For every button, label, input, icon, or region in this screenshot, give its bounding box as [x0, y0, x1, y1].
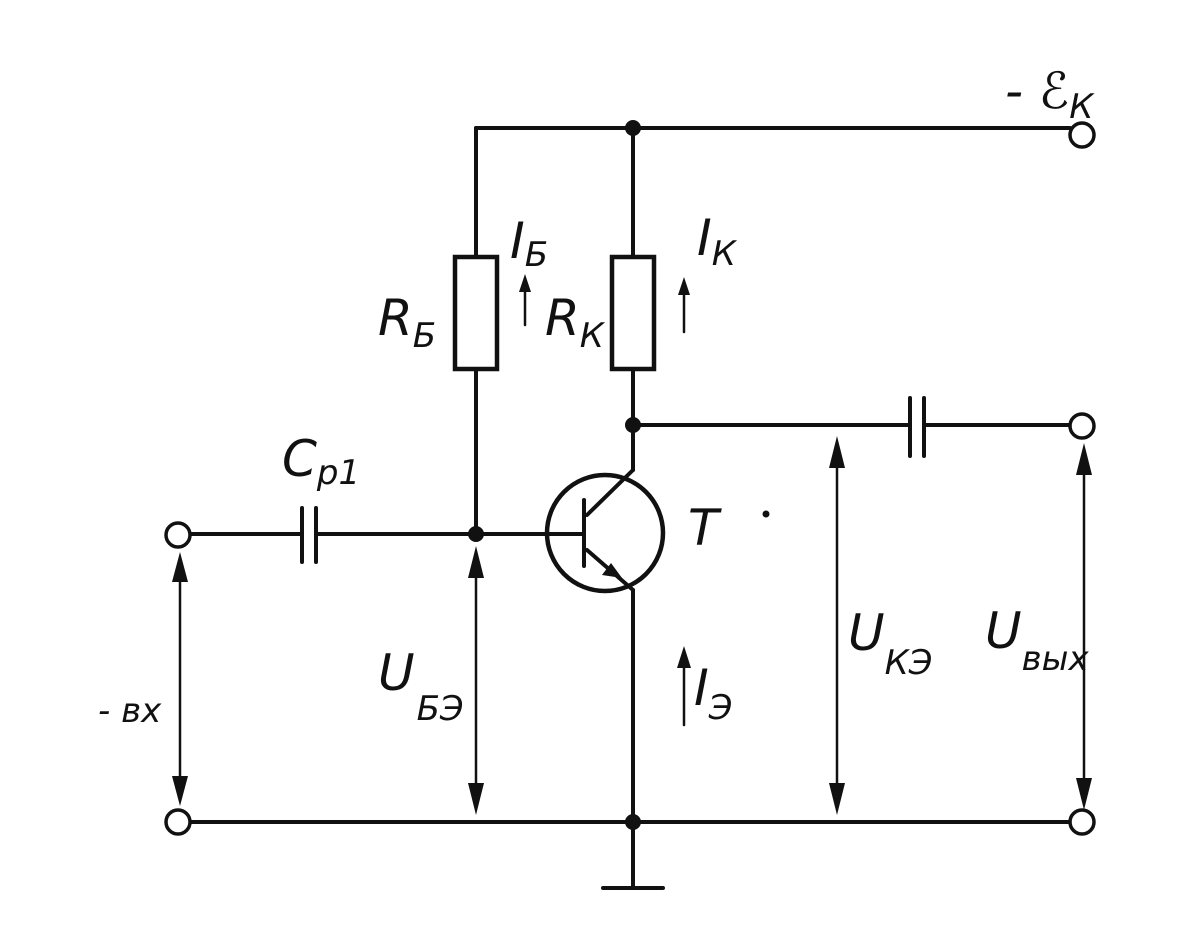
transistor-body — [544, 472, 666, 594]
label-ib: IБ — [510, 212, 548, 275]
voltage-arrow-uke — [829, 436, 845, 815]
label-cp1: Cр1 — [282, 430, 360, 493]
label-transistor: T — [688, 499, 722, 557]
capacitor-output — [908, 396, 926, 458]
terminal-output-top — [1068, 412, 1096, 440]
label-ube: UБЭ — [378, 644, 464, 729]
node-collector — [625, 417, 641, 433]
voltage-arrow-uout — [1076, 443, 1092, 810]
label-ik: IК — [697, 209, 738, 274]
transistor-collector-lead — [585, 468, 635, 517]
current-arrow-ik — [678, 277, 690, 334]
label-rk: RК — [545, 289, 606, 356]
label-uin: - вх — [98, 691, 162, 731]
current-arrow-ib — [519, 274, 531, 327]
node-supply — [625, 120, 641, 136]
transistor-t — [544, 468, 666, 594]
terminal-input-bottom — [164, 808, 192, 836]
terminal-supply — [1068, 121, 1096, 149]
label-uout: Uвых — [985, 602, 1089, 679]
resistor-rk — [609, 254, 657, 372]
junction-nodes — [468, 120, 641, 830]
label-ie: IЭ — [694, 659, 733, 728]
stray-dot — [762, 510, 770, 518]
terminal-output-bottom — [1068, 808, 1096, 836]
emitter-arrow-icon — [602, 563, 622, 578]
label-supply: - ℰК — [1005, 62, 1095, 127]
terminals — [164, 121, 1096, 836]
capacitor-cp1 — [300, 506, 318, 564]
node-ground — [625, 814, 641, 830]
wires — [188, 126, 1072, 890]
voltage-arrow-ube — [468, 546, 484, 815]
node-base — [468, 526, 484, 542]
voltage-arrow-uin — [172, 552, 188, 806]
terminal-input-top — [164, 521, 192, 549]
label-uke: UКЭ — [848, 604, 933, 683]
resistor-rb — [452, 254, 500, 372]
label-rb: RБ — [378, 289, 436, 356]
current-arrow-ie — [677, 646, 691, 727]
